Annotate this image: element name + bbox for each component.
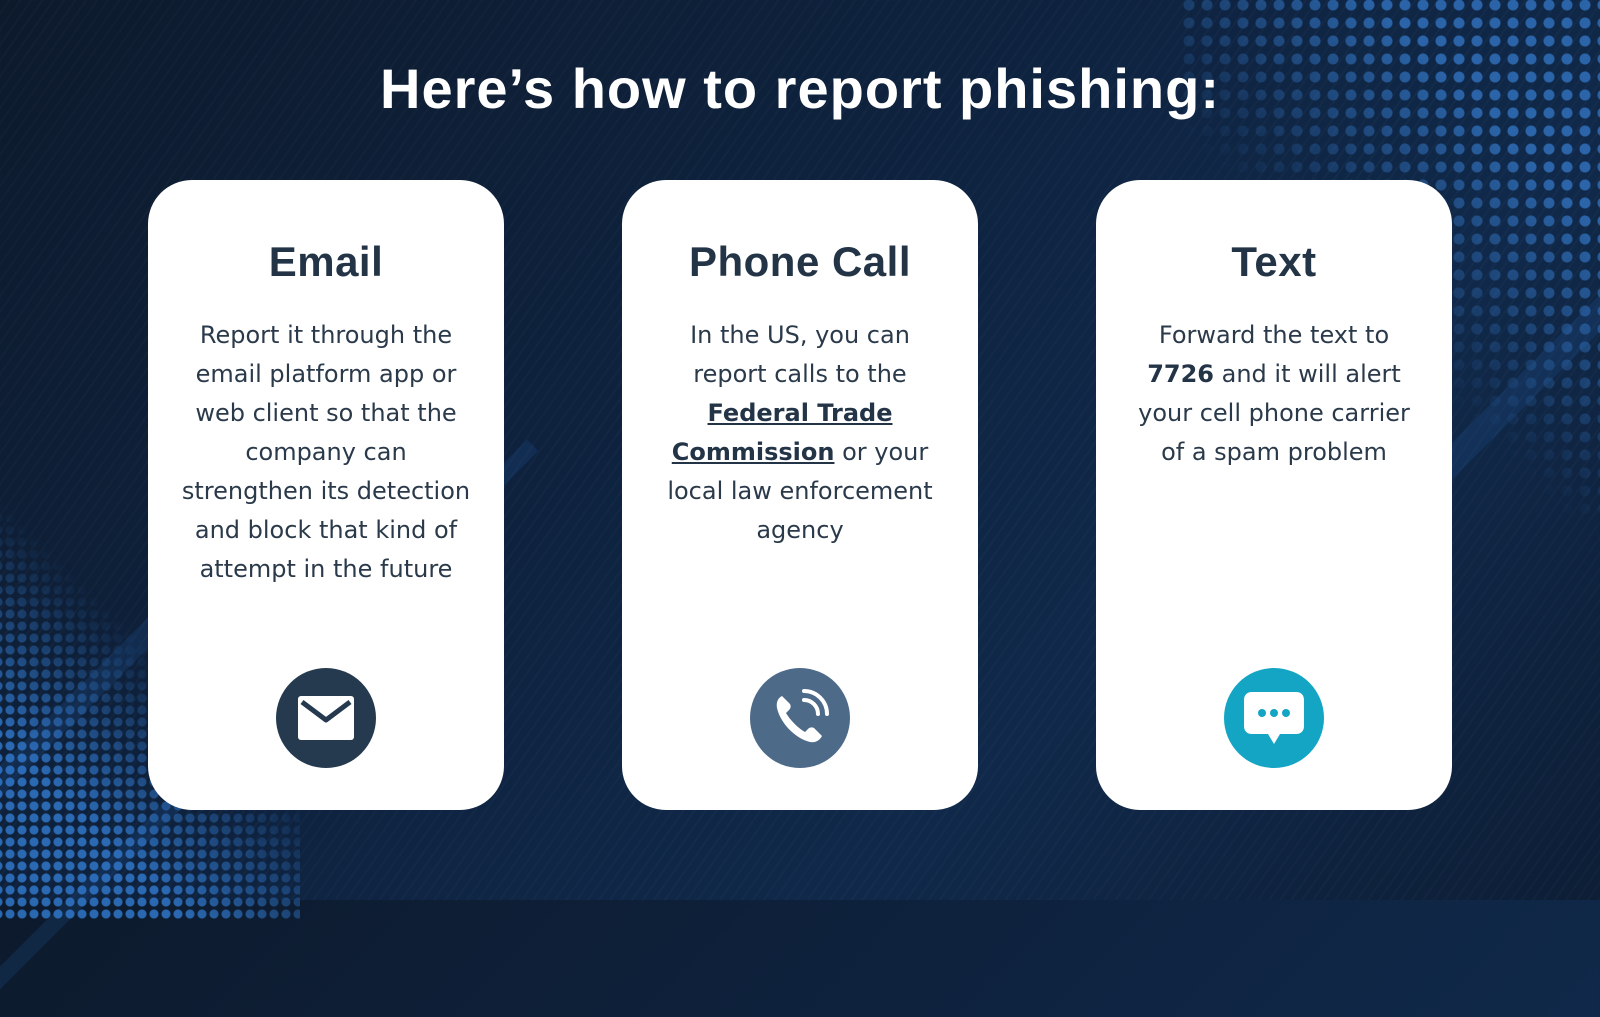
- card-body-text: or your local law enforcement agency: [667, 438, 933, 544]
- card-body-text: In the US, you can report calls to the: [690, 321, 910, 388]
- short-code: 7726: [1147, 360, 1214, 388]
- card-heading: Phone Call: [688, 238, 912, 285]
- card-body: Forward the text to 7726 and it will ale…: [1124, 316, 1424, 472]
- card-email: Email Report it through the email platfo…: [148, 180, 504, 810]
- card-body-text: Forward the text to: [1158, 321, 1390, 349]
- card-heading: Email: [268, 238, 384, 285]
- card-heading: Text: [1231, 238, 1317, 285]
- card-body: Report it through the email platform app…: [181, 321, 471, 583]
- page-title: Here’s how to report phishing:: [380, 57, 1220, 120]
- card-phone-call: Phone Call In the US, you can report cal…: [622, 180, 978, 810]
- ftc-link[interactable]: Federal Trade Commission: [671, 399, 893, 466]
- card-body-text: and it will alert your cell phone carrie…: [1138, 360, 1410, 466]
- card-body: In the US, you can report calls to the F…: [650, 316, 950, 550]
- phone-call-icon: [750, 668, 850, 768]
- chat-bubble-icon: [1224, 668, 1324, 768]
- envelope-icon: [276, 668, 376, 768]
- card-text: Text Forward the text to 7726 and it wil…: [1096, 180, 1452, 810]
